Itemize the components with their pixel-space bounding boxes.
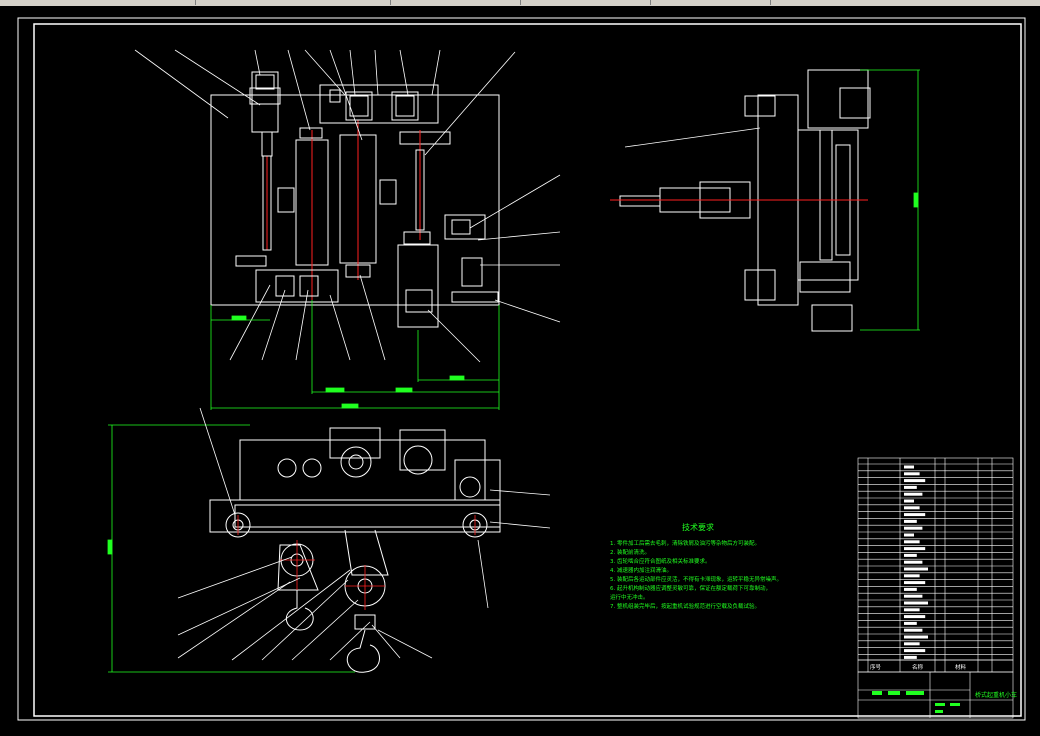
toolbar-separator	[195, 0, 196, 5]
note-line: 运行中无冲击。	[610, 593, 649, 601]
toolbar-separator	[770, 0, 771, 5]
parts-list	[857, 457, 1014, 719]
parts-row-mark	[904, 642, 920, 646]
gearbox-bottom	[255, 269, 339, 303]
parts-row-mark	[904, 485, 917, 489]
top-view	[210, 71, 500, 328]
toolbar-separator	[650, 0, 651, 5]
drawing-canvas[interactable]: 技术要求 1. 零件加工后需去毛刺，清除铁屑及油污等杂物后方可装配。 2. 装配…	[0, 6, 1040, 730]
parts-row-mark	[904, 655, 917, 659]
parts-row-mark	[904, 635, 928, 639]
parts-row-mark	[904, 506, 920, 510]
note-line: 7. 整机组装完毕后，按起重机试验规范进行空载及负载试验。	[610, 602, 760, 610]
parts-row-mark	[904, 499, 914, 503]
status-bar	[0, 730, 1040, 736]
parts-row-mark	[904, 594, 923, 598]
front-view-leaders	[177, 407, 551, 661]
top-view-leaders	[134, 49, 561, 363]
toolbar-separator	[520, 0, 521, 5]
cad-drawing[interactable]: 技术要求 1. 零件加工后需去毛刺，清除铁屑及油污等杂物后方可装配。 2. 装配…	[0, 6, 1040, 730]
drawing-frame	[17, 17, 1026, 721]
parts-header-material: 材料	[955, 663, 967, 671]
title-block-marks	[872, 691, 960, 713]
parts-row-mark	[904, 526, 923, 530]
parts-row-mark	[904, 601, 928, 605]
note-line: 5. 装配后各运动部件应灵活，不得有卡滞现象，运转平稳无异常噪声。	[610, 575, 782, 583]
parts-row-mark	[904, 465, 914, 469]
parts-header-index: 序号	[870, 663, 882, 671]
parts-row-mark	[904, 540, 920, 544]
parts-row-mark	[904, 574, 920, 578]
parts-list-rows	[858, 463, 1013, 659]
parts-row-mark	[904, 479, 926, 483]
note-line: 4. 减速器内加注润滑油。	[610, 566, 672, 574]
side-leader	[624, 127, 761, 148]
parts-row-mark	[904, 581, 926, 585]
front-view-dimensions	[107, 424, 355, 673]
note-line: 1. 零件加工后需去毛刺，清除铁屑及油污等杂物后方可装配。	[610, 539, 760, 547]
toolbar-separator	[390, 0, 391, 5]
parts-row-mark	[904, 553, 917, 557]
parts-row-mark	[904, 547, 926, 551]
parts-row-mark	[904, 533, 914, 537]
parts-row-mark	[904, 587, 917, 591]
motor-right	[397, 244, 439, 328]
parts-row-mark	[904, 492, 923, 496]
gearbox-top	[319, 84, 439, 124]
side-view-dimensions	[860, 69, 920, 331]
parts-row-mark	[904, 519, 917, 523]
front-view	[209, 427, 501, 673]
frame-plate	[210, 94, 500, 306]
drawing-title: 桥式起重机小车	[975, 691, 1017, 699]
note-line: 3. 齿轮啮合应符合图纸及相关标准要求。	[610, 557, 711, 565]
parts-header-name: 名称	[912, 663, 924, 671]
parts-row-mark	[904, 513, 926, 517]
parts-row-mark	[904, 608, 920, 612]
front-center-lines	[237, 515, 476, 610]
drawing-border	[33, 23, 1022, 717]
note-line: 2. 装配前清洗。	[610, 548, 650, 556]
technical-notes: 技术要求 1. 零件加工后需去毛刺，清除铁屑及油污等杂物后方可装配。 2. 装配…	[610, 522, 782, 610]
notes-title: 技术要求	[682, 522, 714, 532]
top-view-dimensions	[210, 300, 500, 410]
parts-row-mark	[904, 560, 923, 564]
parts-row-mark	[904, 621, 917, 625]
parts-row-mark	[904, 615, 926, 619]
parts-row-mark	[904, 628, 923, 632]
note-line: 6. 起升机构制动器应调整灵敏可靠，保证在额定载荷下可靠制动，	[610, 584, 771, 592]
parts-row-mark	[904, 567, 928, 571]
parts-row-mark	[904, 472, 920, 476]
parts-row-mark	[904, 649, 926, 653]
